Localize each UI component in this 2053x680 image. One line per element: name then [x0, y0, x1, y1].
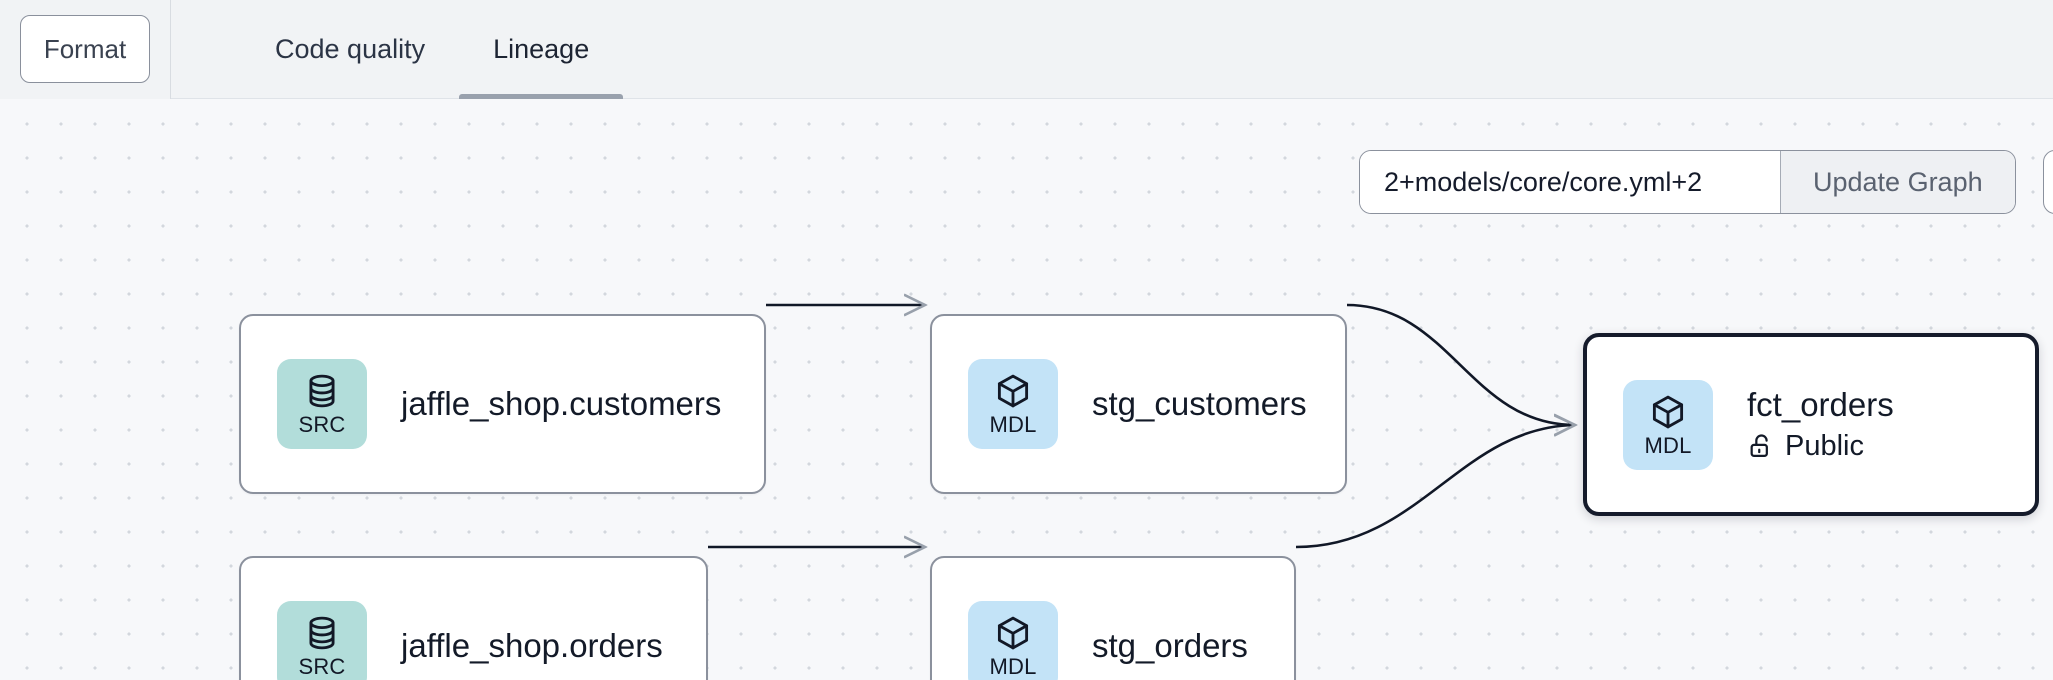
graph-selector-control: Update Graph	[1359, 150, 2016, 214]
badge-mdl-label: MDL	[989, 412, 1037, 437]
node-visibility-label: Public	[1785, 429, 1864, 462]
edge-stg-customers-to-fct-orders	[1346, 303, 1575, 425]
node-title: jaffle_shop.orders	[401, 627, 663, 665]
badge-src: SRC	[277, 601, 367, 680]
lineage-node-src-customers[interactable]: SRC jaffle_shop.customers	[239, 314, 766, 494]
node-body: fct_orders Public	[1747, 386, 1894, 463]
lineage-node-stg-customers[interactable]: MDL stg_customers	[930, 314, 1347, 494]
badge-mdl: MDL	[968, 601, 1058, 680]
unlock-icon	[1750, 434, 1768, 458]
badge-mdl-label: MDL	[989, 654, 1037, 679]
update-graph-button[interactable]: Update Graph	[1780, 151, 2015, 213]
badge-mdl: MDL	[968, 359, 1058, 449]
tab-bar: Code quality Lineage	[171, 0, 624, 99]
tab-code-quality-label: Code quality	[275, 33, 426, 64]
graph-selector-input[interactable]	[1360, 151, 1780, 213]
node-body: stg_orders	[1092, 627, 1248, 665]
node-body: jaffle_shop.customers	[401, 385, 721, 423]
secondary-graph-control[interactable]	[2043, 150, 2053, 214]
node-title: fct_orders	[1747, 386, 1894, 424]
node-body: jaffle_shop.orders	[401, 627, 663, 665]
badge-src: SRC	[277, 359, 367, 449]
badge-mdl-label: MDL	[1644, 432, 1692, 458]
badge-src-label: SRC	[298, 654, 346, 679]
node-title: stg_orders	[1092, 627, 1248, 665]
badge-mdl: MDL	[1623, 379, 1713, 470]
lineage-node-fct-orders[interactable]: MDL fct_orders Public	[1583, 333, 2039, 516]
format-button-zone: Format	[0, 0, 171, 99]
editor-toolbar: Format Code quality Lineage	[0, 0, 2053, 99]
format-button[interactable]: Format	[20, 15, 150, 83]
lineage-canvas[interactable]: SRC jaffle_shop.customers MDL stg_custom…	[0, 99, 2053, 680]
node-title: jaffle_shop.customers	[401, 385, 722, 423]
badge-src-label: SRC	[298, 412, 346, 437]
database-icon	[309, 616, 335, 650]
node-body: stg_customers	[1092, 385, 1307, 423]
node-visibility: Public	[1747, 430, 1894, 463]
tab-lineage-label: Lineage	[493, 33, 590, 64]
tab-lineage[interactable]: Lineage	[459, 0, 624, 99]
cube-icon	[1652, 395, 1684, 428]
cube-icon	[997, 374, 1029, 408]
lineage-node-stg-orders[interactable]: MDL stg_orders	[930, 556, 1296, 680]
lineage-node-src-orders[interactable]: SRC jaffle_shop.orders	[239, 556, 708, 680]
tab-code-quality[interactable]: Code quality	[241, 0, 459, 99]
cube-icon	[997, 616, 1029, 650]
database-icon	[309, 374, 335, 408]
node-title: stg_customers	[1092, 385, 1307, 423]
